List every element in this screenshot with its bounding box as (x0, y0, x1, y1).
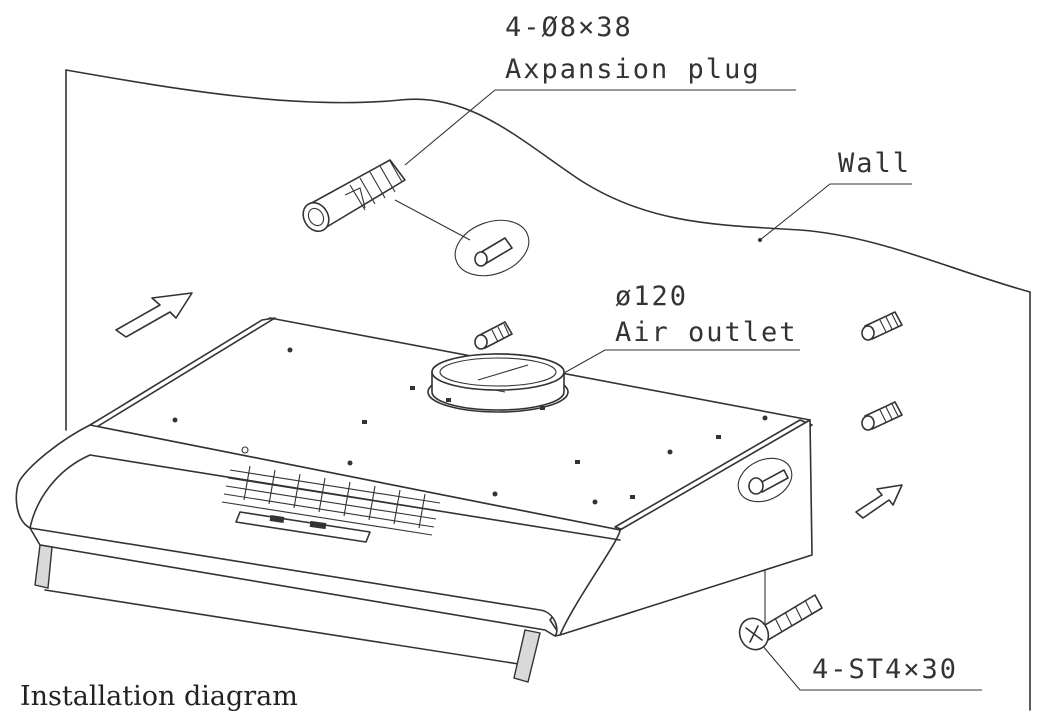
wall-callout: Wall (758, 148, 912, 242)
expansion-plug-highlight (454, 219, 530, 277)
wall-leader-line (759, 183, 912, 241)
wall-outline (65, 69, 1031, 711)
plug-spec-label: 4-Ø8×38 (505, 12, 633, 43)
plug-name-label: Axpansion plug (505, 54, 761, 85)
plug-leader-line (404, 89, 796, 166)
air-outlet-collar (427, 353, 569, 413)
control-slider (235, 511, 371, 543)
expansion-plug-detail (302, 159, 471, 241)
mounting-holes (172, 347, 768, 505)
expansion-plug-top (474, 321, 513, 350)
range-hood (15, 317, 813, 683)
arrow-left-icon (115, 292, 193, 338)
expansion-plug-right-upper (861, 311, 903, 341)
outlet-spec-label: ø120 (615, 281, 688, 312)
plug-callout: 4-Ø8×38 Axpansion plug (404, 12, 796, 166)
outlet-callout: ø120 Air outlet (546, 281, 800, 384)
outlet-leader-line (547, 349, 800, 383)
vent-grille (221, 465, 441, 536)
screw-spec-label: 4-ST4×30 (812, 654, 958, 685)
expansion-plug-right-lower (861, 401, 903, 431)
diagram-caption: Installation diagram (20, 681, 298, 712)
screw-detail (738, 594, 823, 651)
screw-highlight (737, 457, 793, 503)
screw-leader-line (761, 644, 982, 691)
wall-label: Wall (838, 148, 911, 179)
outlet-name-label: Air outlet (615, 317, 798, 348)
arrow-right-icon (855, 484, 903, 519)
